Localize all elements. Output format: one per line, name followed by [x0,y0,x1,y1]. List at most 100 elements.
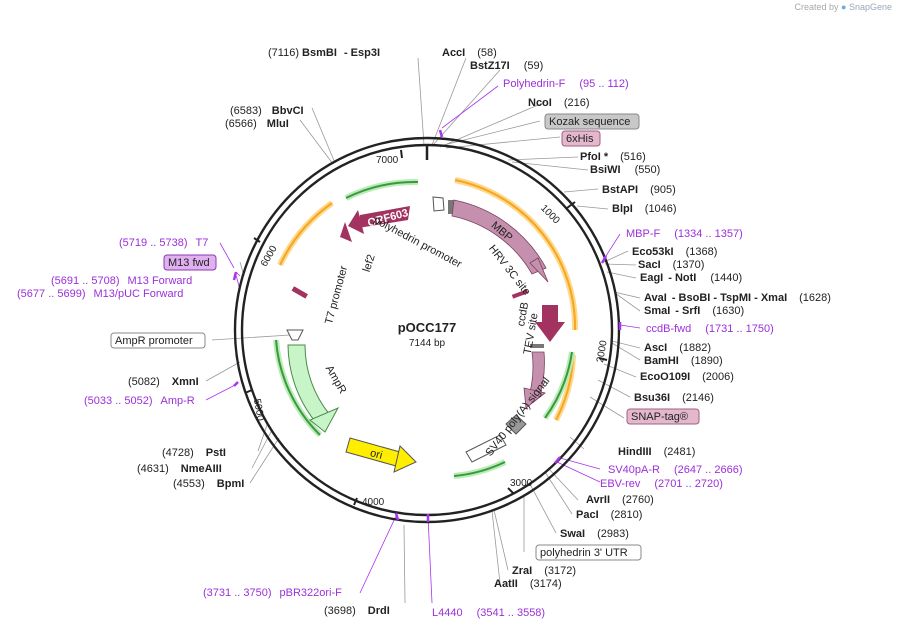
polh3utr-box [535,544,642,561]
primer-l4440: L4440(3541 .. 3558) [432,607,545,619]
lef2-label: lef2 [361,253,378,274]
t7-promoter-marker [291,286,308,299]
primer-labels: Polyhedrin-F(95 .. 112) MBP-F(1334 .. 13… [17,78,774,619]
enzyme-xmni: (5082)XmnI [128,376,199,388]
enzyme-zrai: ZraI(3172) [512,565,576,577]
enzyme-bamhi: BamHI(1890) [644,355,723,367]
enzyme-eco53ki: Eco53kI(1368) [632,246,717,258]
enzyme-pfoi: PfoI *(516) [580,151,646,163]
primer-ccdb-fwd: ccdB-fwd(1731 .. 1750) [646,323,774,335]
enzyme-mlui: (6566)MluI [225,118,289,130]
orange-arc-3-glow [277,200,334,267]
scale-ticks [244,149,608,506]
enzyme-psti: (4728)PstI [162,447,226,459]
enzyme-ncoi: NcoI(216) [528,97,590,109]
kozak-box [544,113,640,130]
enzyme-bsiwi: BsiWI(550) [590,164,660,176]
tick-3000: 3000 [510,478,533,489]
tick-5000: 5000 [251,398,266,422]
ampr-promoter-arrow [286,329,304,341]
orf603-head [348,210,364,234]
ampr-label: AmpR [323,363,349,396]
enzyme-eagi: EagI- NotI(1440) [640,272,742,284]
enzyme-blpi: BlpI(1046) [612,203,677,215]
enzyme-nmeaiii: (4631)NmeAIII [137,463,222,475]
primer-pbr322ori-f: (3731 .. 3750)pBR322ori-F [203,587,342,599]
ampr-promoter-box [110,332,206,349]
primer-m13puc: (5677 .. 5699)M13/pUC Forward [17,288,183,300]
enzyme-bpmi: (4553)BpmI [173,478,244,490]
orf603-feature [358,206,410,228]
ampr-head [309,406,340,433]
primer-tick-marks [232,129,622,522]
primer-polh-f: Polyhedrin-F(95 .. 112) [503,78,629,90]
enzyme-smai: SmaI- SrfI(1630) [644,305,744,317]
primer-mbp-f: MBP-F(1334 .. 1357) [626,228,743,240]
tick-2000: 2000 [595,339,610,363]
primer-t7: (5719 .. 5738)T7 [119,237,208,249]
sv40-feature [465,434,507,463]
enzyme-bstapi: BstAPI(905) [602,184,676,196]
credit-brand: SnapGene [848,2,892,12]
enzyme-bbvci: (6583)BbvCI [230,105,304,117]
plasmid-name: pOCC177 [398,320,457,335]
tick-7000: 7000 [376,155,399,166]
enzyme-bsmbi: (7116) BsmBI - Esp3I [268,47,380,59]
boxed-labels: Kozak sequence 6xHis M13 fwd AmpR promot… [110,113,700,561]
diamond-marker [505,414,527,435]
orange-arc-3 [279,202,333,266]
tick-1000: 1000 [538,203,562,227]
enzyme-saci: SacI(1370) [638,259,704,271]
his-label: 6xHis [566,133,594,145]
polh3utr-label: polyhedrin 3' UTR [540,547,628,559]
green-arc-2 [544,351,573,419]
enzyme-aatii: AatII(3174) [494,578,562,590]
snapgene-logo-icon: ● [841,2,847,12]
enzyme-asci: AscI(1882) [644,342,711,354]
kozak-marker [448,200,454,214]
snapgene-credit: Created by ● SnapGene [794,2,892,12]
ori-label: ori [369,447,384,462]
enzyme-avai: AvaI- BsoBI - TspMI - XmaI(1628) [644,292,831,304]
his-box [561,130,601,147]
ori-head [393,445,417,473]
m13fwd-box [163,254,217,271]
polyhedrin-promoter-arrow [432,196,445,212]
green-arc-3-glow [453,459,507,479]
green-arc-1 [345,180,419,199]
enzyme-drdi: (3698)DrdI [324,605,390,617]
lef2-arrow [340,222,352,242]
enzyme-swai: SwaI(2983) [560,528,629,540]
enzyme-connector-lines [205,57,641,604]
hrv3c-marker [511,289,529,299]
enzyme-paci: PacI(2810) [576,509,642,521]
enzyme-hindiii: HindIII(2481) [618,446,695,458]
ccdb-feature [535,305,565,342]
enzyme-bstz17i: BstZ17I(59) [470,60,543,72]
primer-m13fwd: (5691 .. 5708)M13 Forward [51,275,192,287]
kozak-label: Kozak sequence [549,116,630,128]
green-arc-4 [275,339,321,436]
ccdb-label: ccdB [515,301,531,327]
primer-amp-r: (5033 .. 5052)Amp-R [84,395,195,407]
ampr-feature [287,344,331,426]
snap-label: SNAP-tag® [631,411,688,423]
tick-4000: 4000 [362,497,385,508]
tev-marker [530,344,544,348]
enzyme-labels: (7116) BsmBI - Esp3I AccI(58) BstZ17I(59… [128,47,831,617]
green-arc-3 [453,461,506,477]
plasmid-length: 7144 bp [409,338,446,349]
orange-arc-1 [454,179,577,331]
enzyme-bsu36i: Bsu36I(2146) [634,392,714,404]
snap-tag-head [523,387,546,409]
enzyme-acci: AccI(58) [442,47,497,59]
mbp-head [529,257,549,283]
snap-box [626,408,700,425]
enzyme-eco0109i: EcoO109I(2006) [640,371,734,383]
sv40-label: SV40 poly(A) signal [483,375,552,459]
enzyme-avrii: AvrII(2760) [586,494,654,506]
m13fwd-label: M13 fwd [168,257,210,269]
polyhedrin-promoter-label: polyhedrin promoter [372,214,464,271]
primer-sv40pa-r: SV40pA-R(2647 .. 2666) [608,464,742,476]
